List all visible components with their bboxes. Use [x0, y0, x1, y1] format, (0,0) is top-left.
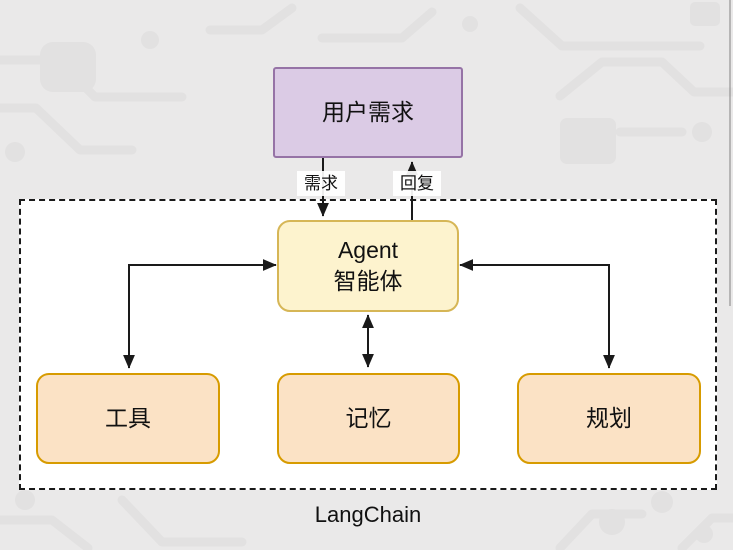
node-user-need-label: 用户需求: [322, 99, 414, 125]
node-tools-label: 工具: [105, 405, 151, 431]
node-user-need: 用户需求: [273, 67, 463, 158]
langchain-label: LangChain: [314, 502, 422, 527]
edge-label-demand: 需求: [297, 171, 345, 196]
node-agent-label-line2: 智能体: [333, 268, 403, 294]
screen-edge-artifact: [729, 0, 731, 306]
node-agent-label-line1: Agent: [337, 237, 399, 263]
node-planning-label: 规划: [586, 405, 632, 431]
node-agent: Agent 智能体: [277, 220, 459, 312]
node-planning: 规划: [517, 373, 701, 464]
node-tools: 工具: [36, 373, 220, 464]
edge-label-reply: 回复: [393, 171, 441, 196]
node-memory: 记忆: [277, 373, 460, 464]
node-memory-label: 记忆: [345, 405, 392, 431]
